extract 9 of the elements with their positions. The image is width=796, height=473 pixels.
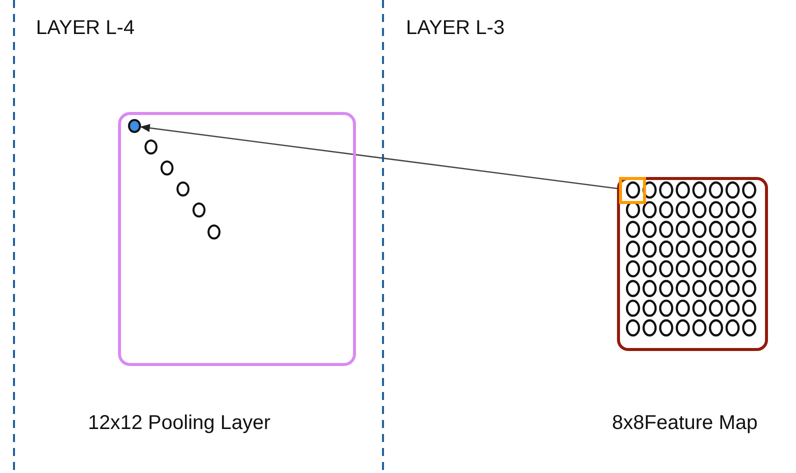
feature-map-box [617, 177, 768, 351]
highlight-square [619, 177, 646, 204]
node-label: 12x12 Pooling Layer [88, 412, 270, 435]
arrow [140, 124, 620, 190]
neuron-circle [128, 119, 141, 133]
node-label: 8x8Feature Map [612, 412, 758, 435]
layer-heading: LAYER L-3 [406, 17, 505, 40]
layer-heading: LAYER L-4 [36, 17, 135, 40]
pooling-layer-box [118, 112, 356, 366]
